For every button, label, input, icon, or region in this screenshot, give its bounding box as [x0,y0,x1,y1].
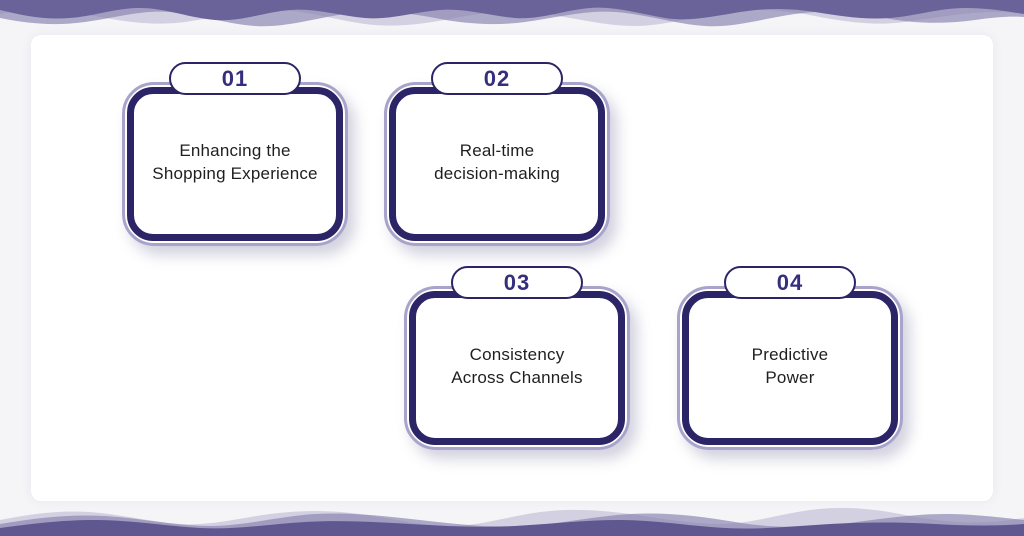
card-title-line2: Across Channels [451,368,583,387]
card-inner-frame: Predictive Power [682,291,898,445]
card-number: 01 [221,65,249,91]
card-enhancing-shopping-experience: 01 Enhancing the Shopping Experience [122,62,348,246]
bottom-wave-decoration [0,507,1024,536]
card-inner-frame: Consistency Across Channels [409,291,625,445]
card-number: 04 [776,269,804,295]
card-outer-frame: Predictive Power [677,286,903,450]
card-real-time-decision-making: 02 Real-time decision-making [384,62,610,246]
card-number-badge: 02 [431,62,563,95]
card-title: Consistency Across Channels [451,343,583,393]
top-wave-dark-icon [0,0,1024,21]
card-predictive-power: 04 Predictive Power [677,266,903,450]
card-outer-frame: Real-time decision-making [384,82,610,246]
card-number-badge: 04 [724,266,856,299]
card-title-line1: Consistency [469,345,565,364]
bottom-wave-dark-icon [0,520,1024,536]
card-inner-frame: Real-time decision-making [389,87,605,241]
card-title-line1: Real-time [459,141,535,160]
card-number: 03 [503,269,531,295]
card-title-line1: Predictive [751,345,829,364]
card-number-badge: 03 [451,266,583,299]
card-number-badge: 01 [169,62,301,95]
top-wave-decoration [0,0,1024,27]
card-title-line2: decision-making [434,164,560,183]
card-title-line2: Shopping Experience [152,164,318,183]
card-number: 02 [483,65,511,91]
card-title-line1: Enhancing the [179,141,291,160]
card-outer-frame: Enhancing the Shopping Experience [122,82,348,246]
card-title-line2: Power [765,368,815,387]
card-title: Predictive Power [752,343,829,393]
card-title: Real-time decision-making [434,139,560,189]
card-consistency-across-channels: 03 Consistency Across Channels [404,266,630,450]
card-inner-frame: Enhancing the Shopping Experience [127,87,343,241]
card-title: Enhancing the Shopping Experience [152,139,317,189]
card-outer-frame: Consistency Across Channels [404,286,630,450]
